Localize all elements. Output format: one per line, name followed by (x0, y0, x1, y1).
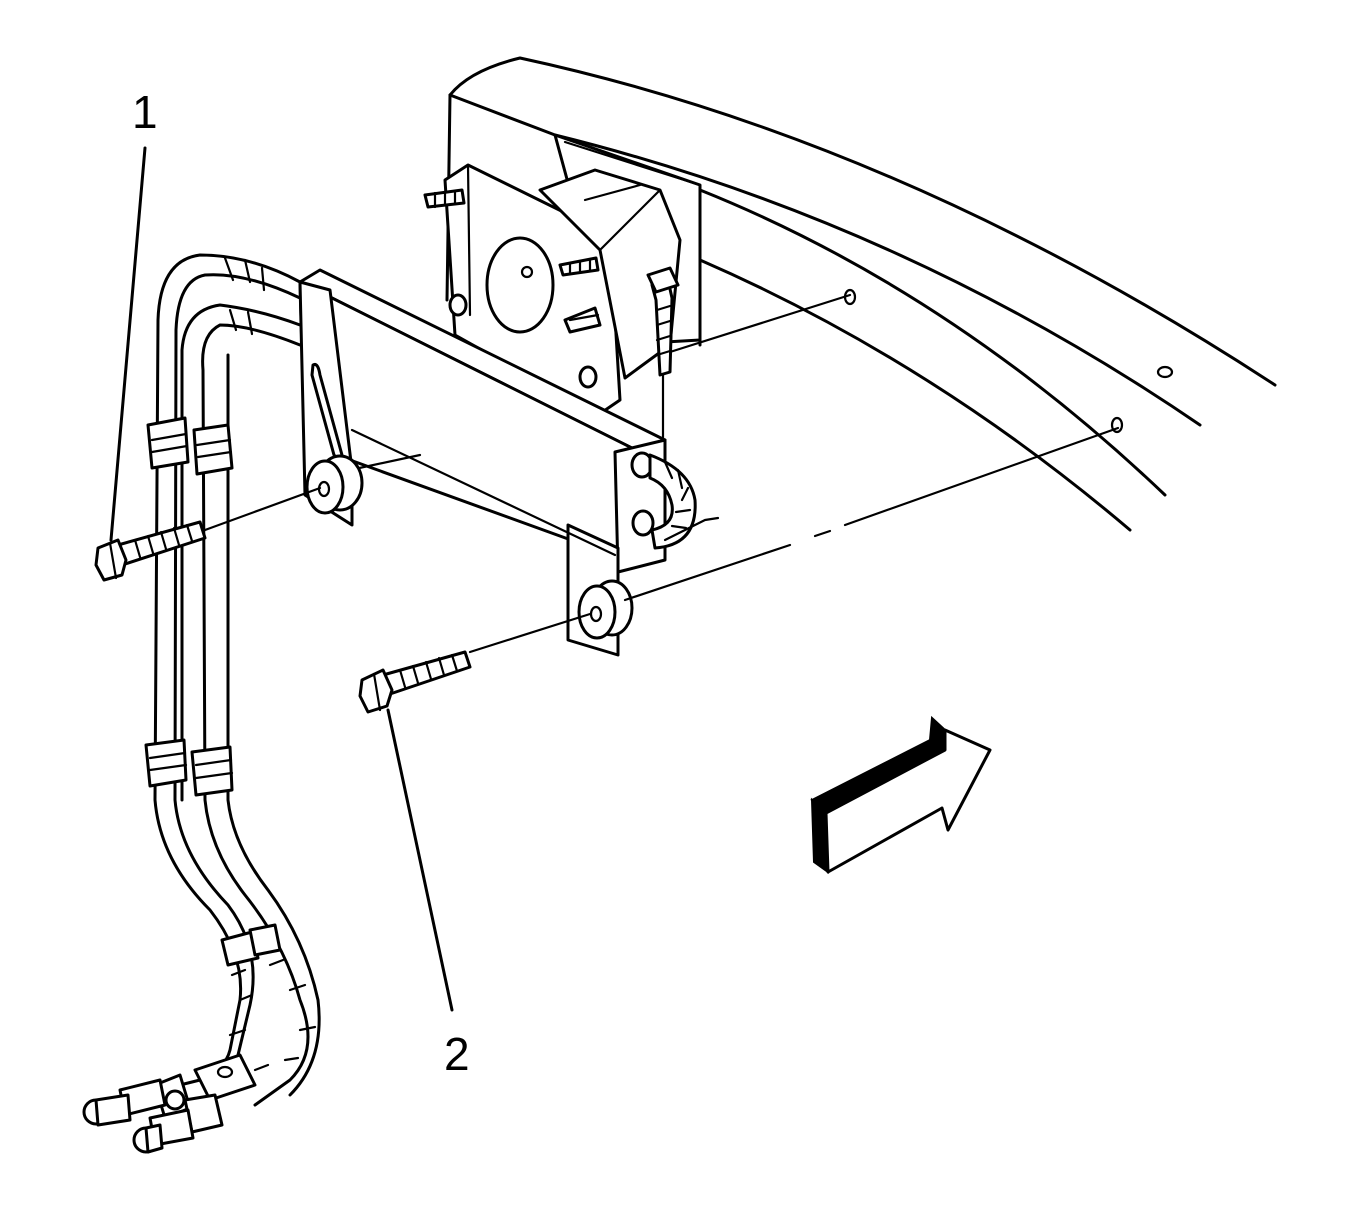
vehicle-body-panel (445, 56, 1277, 532)
transmission-oil-cooler (298, 268, 720, 657)
vertical-mounting-bolt (646, 266, 680, 547)
forward-arrow-icon (810, 715, 992, 874)
line-fittings-bracket (82, 1053, 257, 1154)
alignment-lines (203, 288, 1124, 654)
cooler-lines (144, 253, 321, 1107)
bolt-1 (94, 520, 207, 582)
bolt-2 (358, 650, 472, 714)
callout-1-label: 1 (132, 86, 158, 138)
leader-lines (109, 146, 454, 1012)
callout-2-label: 2 (444, 1028, 470, 1080)
